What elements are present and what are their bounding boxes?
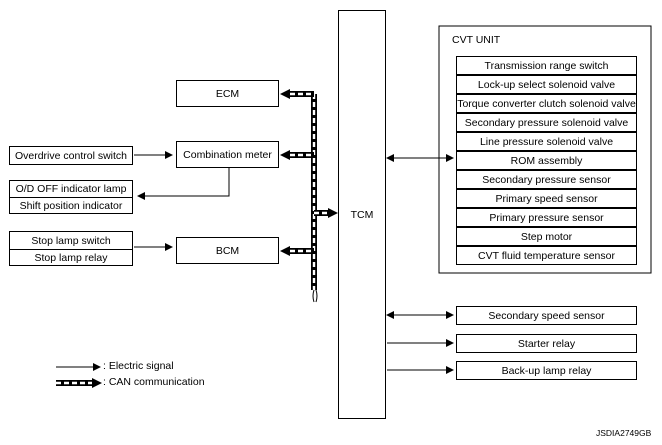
ecm-box: ECM [176, 80, 279, 107]
cvt-item: ROM assembly [456, 151, 637, 170]
od-off-indicator-lamp-label: O/D OFF indicator lamp [15, 183, 127, 195]
cvt-item: Primary speed sensor [456, 189, 637, 208]
backup-lamp-relay-label: Back-up lamp relay [501, 364, 592, 377]
cvt-item: Primary pressure sensor [456, 208, 637, 227]
cvt-item: Lock-up select solenoid valve [456, 75, 637, 94]
ecm-label: ECM [215, 87, 240, 100]
shift-position-indicator-box: Shift position indicator [9, 197, 133, 214]
bcm-label: BCM [215, 244, 240, 257]
can-branch-meter [280, 150, 314, 160]
stop-lamp-switch-label: Stop lamp switch [31, 234, 111, 247]
cvt-item: Transmission range switch [456, 56, 637, 75]
legend-electric-label: : Electric signal [103, 360, 174, 372]
starter-relay-label: Starter relay [517, 337, 576, 350]
combination-meter-box: Combination meter [176, 141, 279, 168]
overdrive-control-switch-box: Overdrive control switch [9, 146, 133, 165]
can-branch-ecm [280, 89, 314, 99]
meter-to-od-lamp-line [137, 166, 230, 200]
stop-lamp-relay-label: Stop lamp relay [34, 251, 108, 264]
cvt-item: Torque converter clutch solenoid valve [456, 94, 637, 113]
stop-lamp-switch-box: Stop lamp switch [9, 231, 133, 249]
legend-can-label: : CAN communication [103, 376, 205, 388]
cvt-unit-frame [438, 25, 652, 274]
tcm-box: TCM [338, 10, 386, 419]
cvt-unit-title: CVT UNIT [452, 34, 501, 46]
backup-lamp-relay-box: Back-up lamp relay [456, 361, 637, 380]
shift-position-indicator-label: Shift position indicator [19, 199, 123, 212]
stop-lamp-relay-box: Stop lamp relay [9, 249, 133, 266]
secondary-speed-sensor-box: Secondary speed sensor [456, 306, 637, 325]
figure-code: JSDIA2749GB [596, 428, 652, 438]
can-bus [311, 94, 318, 303]
cvt-item: Step motor [456, 227, 637, 246]
can-branch-bcm [280, 246, 314, 256]
starter-relay-box: Starter relay [456, 334, 637, 353]
cvt-item: CVT fluid temperature sensor [456, 246, 637, 265]
can-branch-tcm [314, 208, 338, 218]
secondary-speed-sensor-label: Secondary speed sensor [488, 309, 605, 322]
cvt-item: Line pressure solenoid valve [456, 132, 637, 151]
tcm-label: TCM [350, 208, 374, 221]
legend-can-line [56, 378, 102, 388]
bcm-box: BCM [176, 237, 279, 264]
od-off-indicator-lamp-box: O/D OFF indicator lamp [9, 180, 133, 197]
combination-meter-label: Combination meter [183, 148, 272, 161]
cvt-item: Secondary pressure solenoid valve [456, 113, 637, 132]
cvt-item: Secondary pressure sensor [456, 170, 637, 189]
overdrive-control-switch-label: Overdrive control switch [14, 149, 128, 162]
